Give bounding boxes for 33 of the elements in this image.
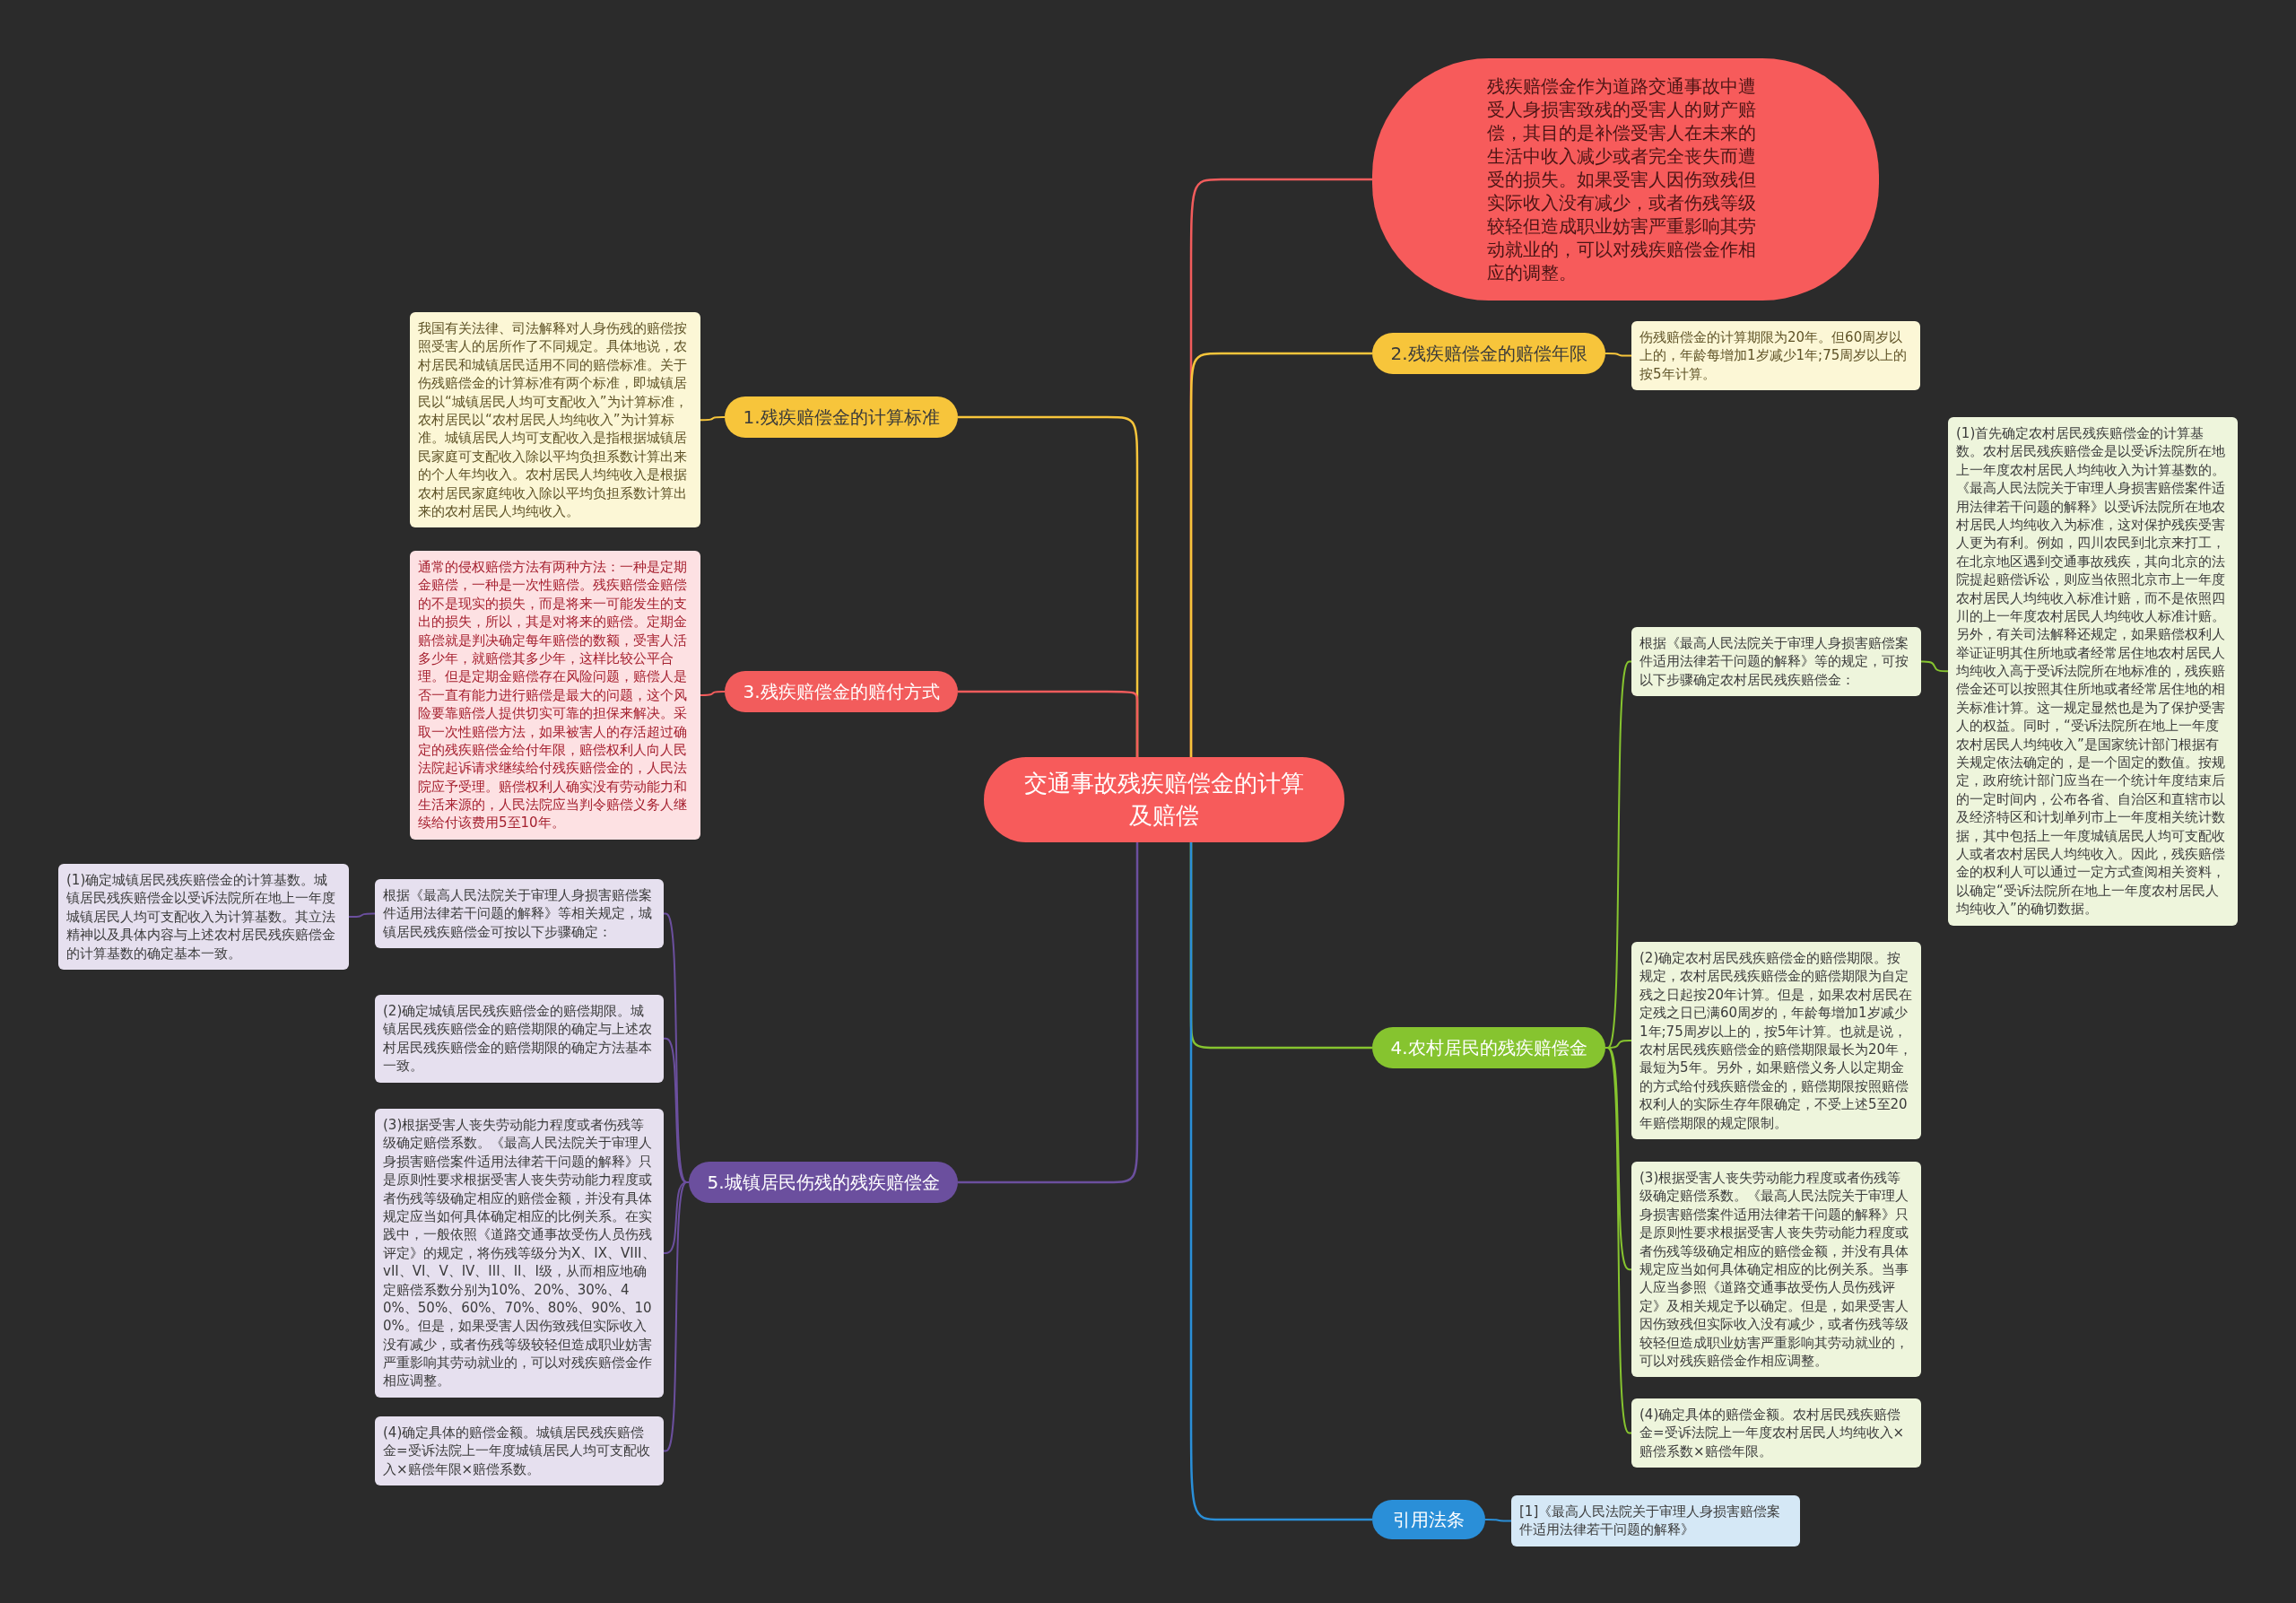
- connector-line: [700, 416, 726, 422]
- connector-line: [1920, 660, 1949, 673]
- note-card: (2)确定城镇居民残疾赔偿金的赔偿期限。城镇居民残疾赔偿金的赔偿期限的确定与上述农村居民残疾赔偿金的赔偿期限的确定方法基本一致。: [375, 995, 664, 1083]
- note-card: (4)确定具体的赔偿金额。农村居民残疾赔偿金=受诉法院上一年度农村居民人均纯收入×赔偿系数×赔偿年限。: [1631, 1398, 1921, 1468]
- branch-topic: 引用法条: [1372, 1500, 1485, 1539]
- branch-topic: 5.城镇居民伤残的残疾赔偿金: [689, 1162, 958, 1203]
- branch-topic: 4.农村居民的残疾赔偿金: [1372, 1027, 1605, 1068]
- connector-line: [1605, 1047, 1632, 1434]
- note-card: 我国有关法律、司法解释对人身伤残的赔偿按照受害人的居所作了不同规定。具体地说，农村居民和城镇居民适用不同的赔偿标准。关于伤残赔偿金的计算标准有两个标准，即城镇居民以“城镇居民人均可支配收入”为计算标准，农村居民以“农村居民人均纯收入”为计算标准。城镇居民人均可支配收入是指根据城镇居民家庭可支配收入除以平均负担系数计算出来的个人年均收入。农村居民人均纯收入是根据农村居民家庭纯收入除以平均负担系数计算出来的农村居民人均纯收入。: [410, 312, 700, 528]
- note-card: (1)首先确定农村居民残疾赔偿金的计算基数。农村居民残疾赔偿金是以受诉法院所在地上一年度农村居民人均纯收入为计算基数的。《最高人民法院关于审理人身损害赔偿案件适用法律若干问题的解释》以受诉法院所在地农村居民人均纯收入为标准，这对保护残疾受害人更为有利。例如，四川农民到北京来打工，在北京地区遇到交通事故残疾，其向北京的法院提起赔偿诉讼，则应当依照北京市上一年度农村居民人均纯收入标准计赔，而不是依照四川的上一年度农村居民人均纯收人标准计赔。另外，有关司法解释还规定，如果赔偿权利人举证证明其住所地或者经常居住地农村居民人均纯收入高于受诉法院所在地标准的，残疾赔偿金还可以按照其住所地或者经常居住地的相关标准计算。这一规定显然也是为了保护受害人的权益。同时，“受诉法院所在地上一年度农村居民人均纯收入”是国家统计部门根据有关规定依法确定的，是一个固定的数值。按规定，政府统计部门应当在一个统计年度结束后的一定时间内，公布各省、自治区和直辖市以及经济特区和计划单列市上一年度相关统计数据，其中包括上一年度城镇居民人均可支配收人或者农村居民人均纯收入。因此，残疾赔偿金的权利人可以通过一定方式查阅相关资料，以确定“受诉法院所在地上一年度农村居民人均纯收入”的确切数据。: [1948, 417, 2238, 926]
- note-card: 根据《最高人民法院关于审理人身损害赔偿案件适用法律若干问题的解释》等相关规定，城镇居民残疾赔偿金可按以下步骤确定：: [375, 879, 664, 949]
- branch-topic: 3.残疾赔偿金的赔付方式: [725, 671, 958, 712]
- connector-line: [1605, 353, 1632, 357]
- connector-line: [1189, 352, 1372, 757]
- branch-topic: 1.残疾赔偿金的计算标准: [725, 396, 958, 438]
- connector-line: [958, 690, 1139, 757]
- note-card: 通常的侵权赔偿方法有两种方法：一种是定期金赔偿，一种是一次性赔偿。残疾赔偿金赔偿的不是现实的损失，而是将来一可能发生的支出的损失，所以，其是对将来的赔偿。定期金赔偿就是判决确定每年赔偿的数额，受害人活多少年，就赔偿其多少年，这样比较公平合理。但是定期金赔偿存在风险问题，赔偿人是否一直有能力进行赔偿是最大的问题，这个风险要靠赔偿人提供切实可靠的担保来解决。采取一次性赔偿方法，如果被害人的存活超过确定的残疾赔偿金给付年限，赔偿权利人向人民法院起诉请求继续给付残疾赔偿金的，人民法院应予受理。赔偿权利人确实没有劳动能力和生活来源的，人民法院应当判令赔偿义务人继续给付该费用5至10年。: [410, 551, 700, 840]
- connector-line: [700, 691, 726, 696]
- note-card: 伤残赔偿金的计算期限为20年。但60周岁以上的，年龄每增加1岁减少1年;75周岁以上的按5年计算。: [1631, 321, 1920, 391]
- note-card: (1)确定城镇居民残疾赔偿金的计算基数。城镇居民残疾赔偿金以受诉法院所在地上一年度城镇居民人均可支配收入为计算基数。其立法精神以及具体内容与上述农村居民残疾赔偿金的计算基数的确定基本一致。: [58, 864, 349, 970]
- note-card: (3)根据受害人丧失劳动能力程度或者伤残等级确定赔偿系数。《最高人民法院关于审理人身损害赔偿案件适用法律若干问题的解释》只是原则性要求根据受害人丧失劳动能力程度或者伤残等级确定相应的赔偿金额，并没有具体规定应当如何具体确定相应的比例关系。在实践中，一般依照《道路交通事故受伤人员伤残评定》的规定，将伤残等级分为X、IX、VIII、vII、VI、V、IV、III、II、I级，从而相应地确定赔偿系数分别为10%、20%、30%、40%、50%、60%、70%、80%、90%、100%。但是，如果受害人因伤致残但实际收入没有减少，或者伤残等级较轻但造成职业妨害严重影响其劳动就业的，可以对残疾赔偿金作相应调整。: [375, 1109, 664, 1398]
- connector-line: [1484, 1519, 1512, 1522]
- definition-bubble: 残疾赔偿金作为道路交通事故中遭受人身损害致残的受害人的财产赔偿，其目的是补偿受害人在未来的生活中收入减少或者完全丧失而遭受的损失。如果受害人因伤致残但实际收入没有减少，或者伤残等级较轻但造成职业妨害严重影响其劳动就业的，可以对残疾赔偿金作相应的调整。: [1372, 58, 1879, 301]
- connector-line: [1189, 842, 1372, 1521]
- connector-line: [348, 912, 376, 918]
- note-card: (2)确定农村居民残疾赔偿金的赔偿期限。按规定，农村居民残疾赔偿金的赔偿期限为自定残之日起按20年计算。但是，如果农村居民在定残之日已满60周岁的，年龄每增加1岁减少1年;75周岁以上的，按5年计算。也就是说，农村居民残疾赔偿金的赔偿期限最长为20年，最短为5年。另外，如果赔偿义务人以定期金的方式给付残疾赔偿金的，赔偿期限按照赔偿权利人的实际生存年限确定，不受上述5至20年赔偿期限的规定限制。: [1631, 942, 1921, 1139]
- branch-topic: 2.残疾赔偿金的赔偿年限: [1372, 333, 1605, 374]
- connector-line: [958, 842, 1139, 1184]
- note-card: 根据《最高人民法院关于审理人身损害赔偿案件适用法律若干问题的解释》等的规定，可按以下步骤确定农村居民残疾赔偿金：: [1631, 627, 1921, 697]
- note-card: (4)确定具体的赔偿金额。城镇居民残疾赔偿金=受诉法院上一年度城镇居民人均可支配收入×赔偿年限×赔偿系数。: [375, 1416, 664, 1486]
- note-card: [1]《最高人民法院关于审理人身损害赔偿案件适用法律若干问题的解释》: [1511, 1495, 1800, 1546]
- central-topic: 交通事故残疾赔偿金的计算及赔偿: [984, 757, 1344, 842]
- note-card: (3)根据受害人丧失劳动能力程度或者伤残等级确定赔偿系数。《最高人民法院关于审理人身损害赔偿案件适用法律若干问题的解释》只是原则性要求根据受害人丧失劳动能力程度或者伤残等级确定相应的赔偿金额，并没有具体规定应当如何具体确定相应的比例关系。当事人应当参照《道路交通事故受伤人员伤残评定》及相关规定予以确定。但是，如果受害人因伤致残但实际收入没有减少，或者伤残等级较轻但造成职业妨害严重影响其劳动就业的，可以对残疾赔偿金作相应调整。: [1631, 1162, 1921, 1378]
